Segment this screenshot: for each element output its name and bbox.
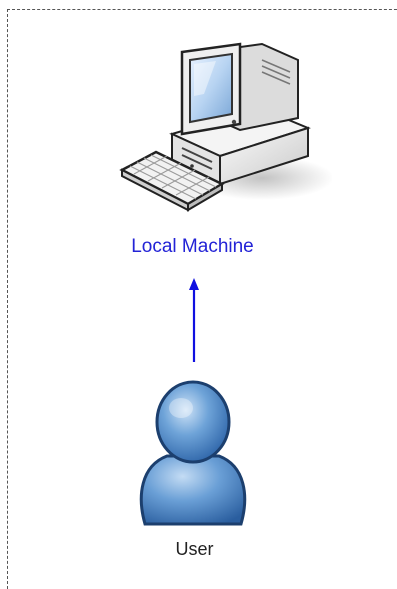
user-label: User xyxy=(175,539,214,559)
local-machine-label: Local Machine xyxy=(131,236,254,257)
desktop-computer-icon xyxy=(112,38,334,220)
user-icon xyxy=(133,378,253,530)
diagram-canvas: Local Machine xyxy=(7,9,397,589)
user-to-machine-arrow xyxy=(186,276,202,366)
system-boundary xyxy=(7,9,397,589)
